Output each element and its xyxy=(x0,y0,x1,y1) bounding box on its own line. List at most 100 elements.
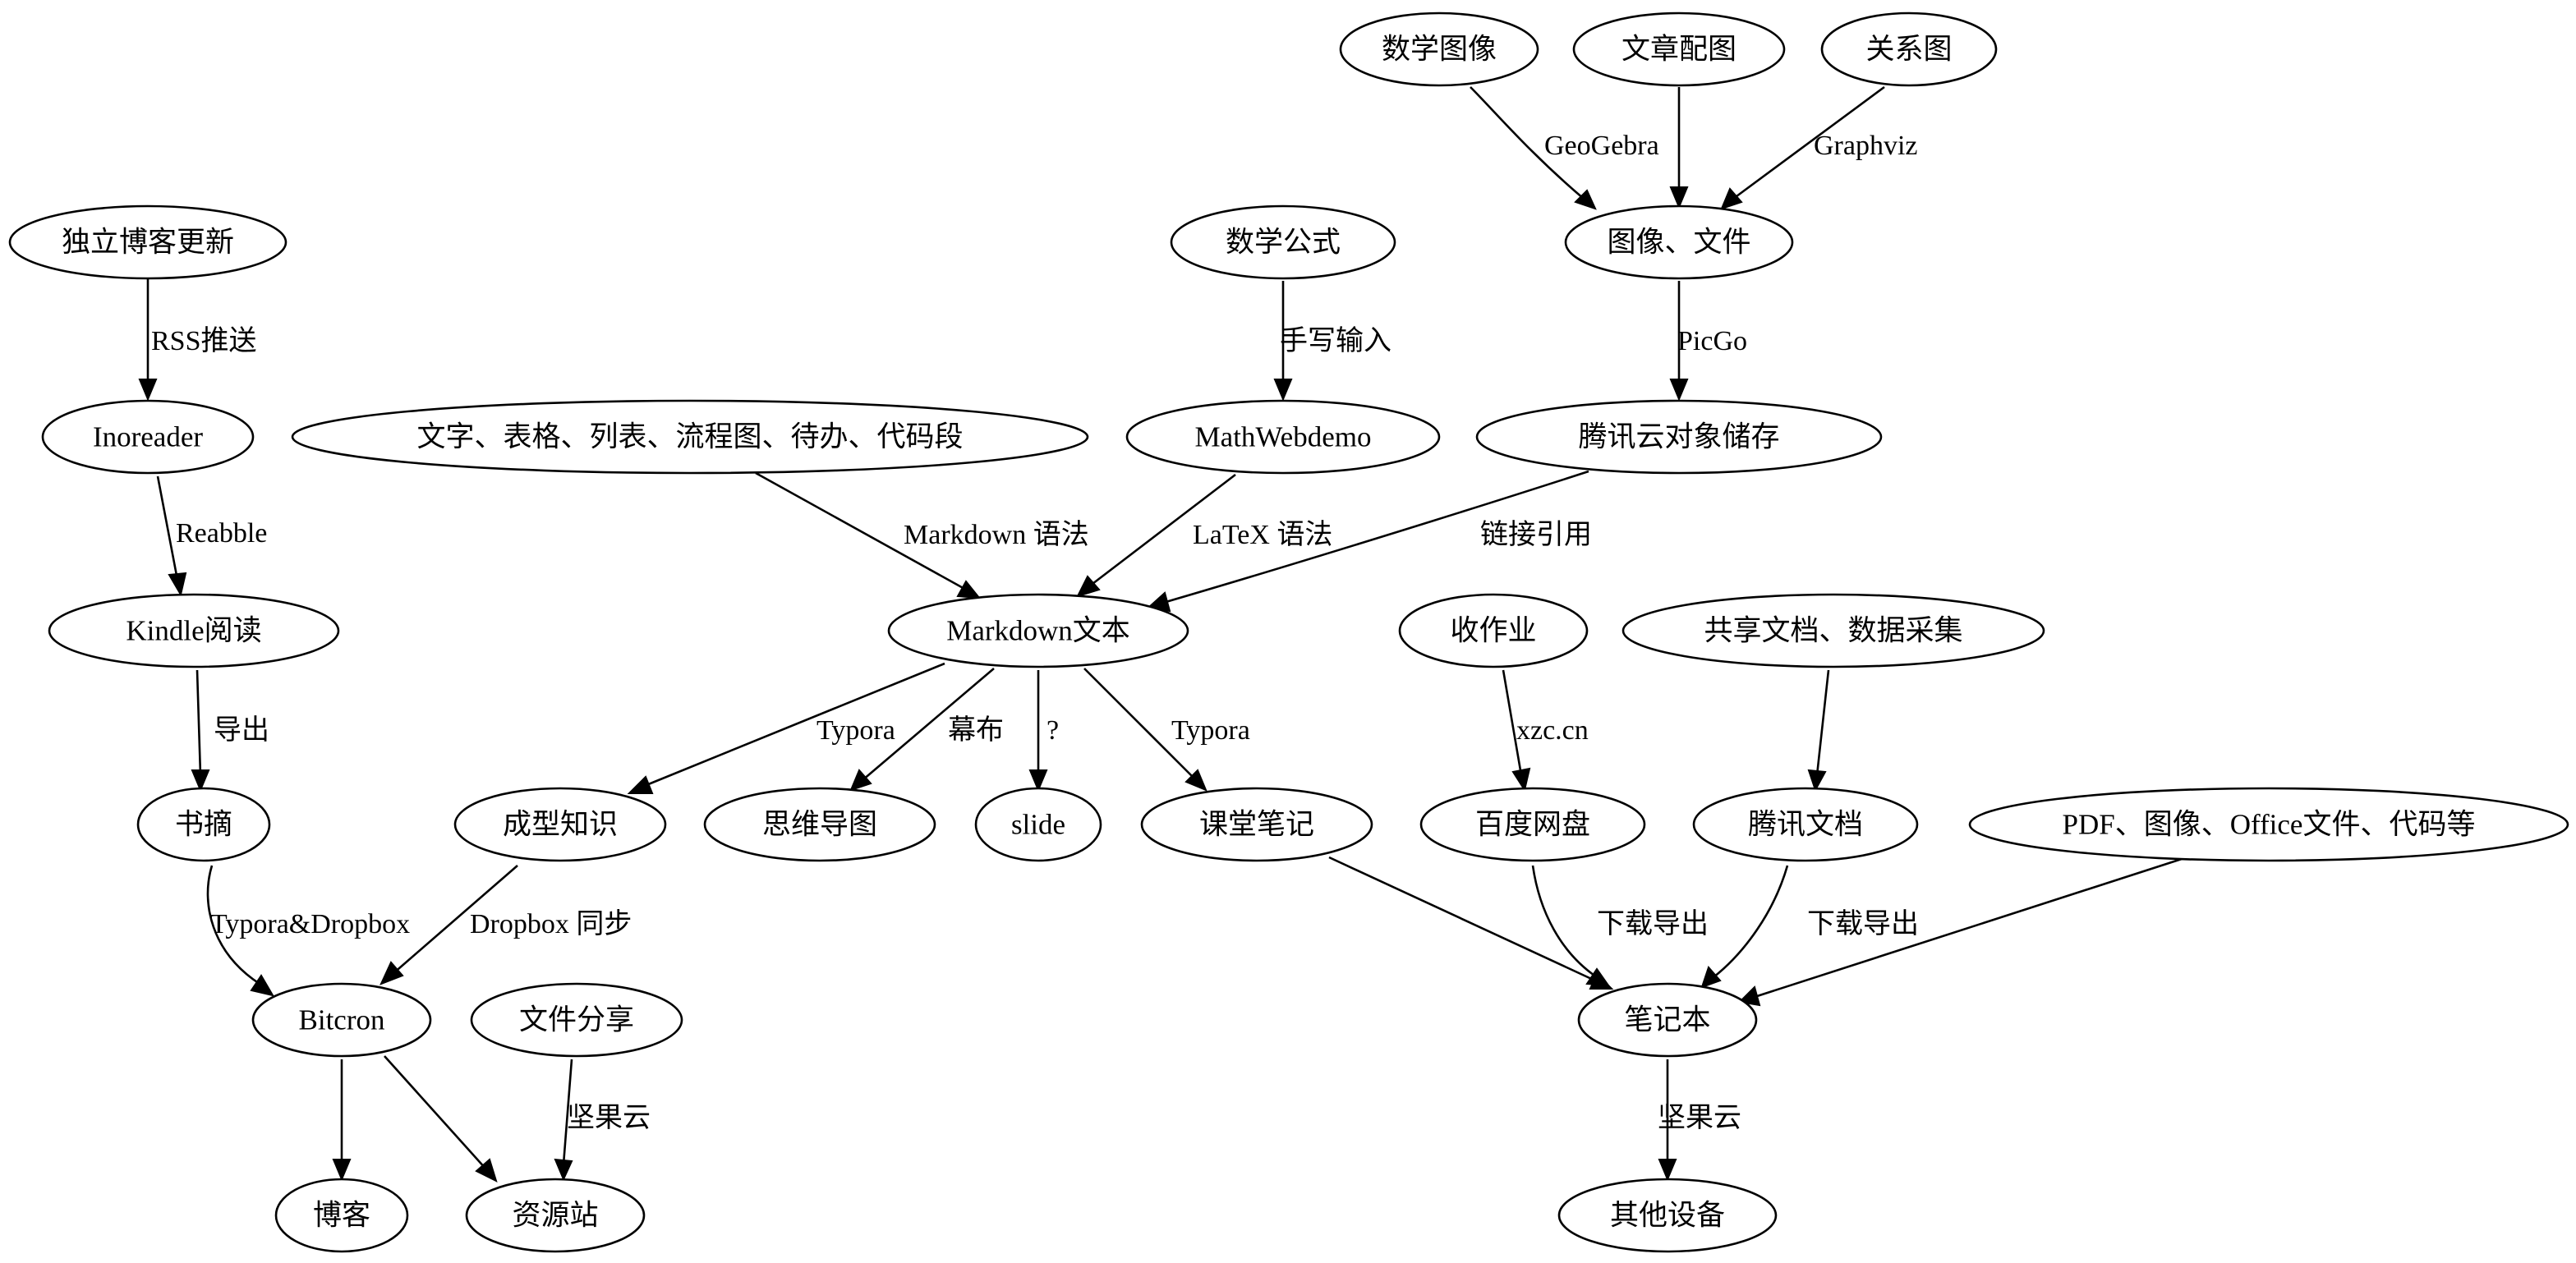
node-baidu-pan: 百度网盘 xyxy=(1419,787,1646,862)
node-blog: 博客 xyxy=(274,1178,409,1253)
edge-homework-to-baidu-pan: xzc.cn xyxy=(1502,669,1589,792)
edge-tencent-docs-to-notebook: 下载导出 xyxy=(1700,865,1919,989)
node-knowledge: 成型知识 xyxy=(453,787,667,862)
node-kindle: Kindle阅读 xyxy=(48,593,340,668)
edge-label-link-ref: 链接引用 xyxy=(1480,519,1592,550)
node-label-tencent-cos: 腾讯云对象储存 xyxy=(1578,421,1779,453)
edge-knowledge-to-bitcron: Dropbox 同步 xyxy=(380,865,632,985)
edge-label-typora-knowledge: Typora xyxy=(816,715,895,746)
node-label-notebook: 笔记本 xyxy=(1624,1004,1710,1036)
edge-tencent-cos-to-markdown: 链接引用 xyxy=(1146,470,1592,613)
edge-relation-graph-to-image-file: Graphviz xyxy=(1720,85,1918,210)
edge-kindle-to-excerpt: 导出 xyxy=(191,669,269,792)
node-label-math-image: 数学图像 xyxy=(1382,34,1497,66)
node-label-blog: 博客 xyxy=(313,1200,370,1232)
edge-file-share-to-resource-site: 坚果云 xyxy=(554,1059,651,1182)
node-label-mathwebdemo: MathWebdemo xyxy=(1195,421,1372,453)
node-mathwebdemo: MathWebdemo xyxy=(1125,399,1441,475)
node-article-image: 文章配图 xyxy=(1572,11,1786,87)
edge-label-dropbox-sync: Dropbox 同步 xyxy=(470,908,632,939)
node-markdown-text: Markdown文本 xyxy=(887,593,1189,668)
edge-inoreader-to-kindle: Reabble xyxy=(156,475,267,597)
edge-label-markdown-syntax: Markdown 语法 xyxy=(904,519,1089,550)
edge-misc-files-to-notebook xyxy=(1737,857,2183,1007)
node-bitcron: Bitcron xyxy=(251,982,432,1058)
edge-mathwebdemo-to-markdown: LaTeX 语法 xyxy=(1076,473,1332,598)
node-text-elements: 文字、表格、列表、流程图、待办、代码段 xyxy=(291,399,1089,475)
node-label-misc-files: PDF、图像、Office文件、代码等 xyxy=(2063,809,2476,841)
node-label-blog-update: 独立博客更新 xyxy=(62,227,234,259)
edge-image-file-to-tencent-cos: PicGo xyxy=(1669,281,1747,402)
node-label-slide: slide xyxy=(1011,809,1065,841)
edge-label-graphviz: Graphviz xyxy=(1814,131,1918,161)
node-resource-site: 资源站 xyxy=(465,1178,646,1253)
node-math-formula: 数学公式 xyxy=(1170,204,1396,280)
node-label-baidu-pan: 百度网盘 xyxy=(1475,809,1590,841)
edge-label-geogebra: GeoGebra xyxy=(1544,131,1659,161)
edge-markdown-to-class-notes: Typora xyxy=(1083,668,1250,792)
edge-label-export: 导出 xyxy=(214,714,269,746)
node-slide: slide xyxy=(974,787,1102,862)
edge-label-jianguoyun-devices: 坚果云 xyxy=(1658,1103,1741,1133)
node-label-inoreader: Inoreader xyxy=(93,421,203,453)
node-mindmap: 思维导图 xyxy=(703,787,936,862)
node-label-tencent-docs: 腾讯文档 xyxy=(1748,809,1863,841)
node-label-bitcron: Bitcron xyxy=(299,1004,385,1036)
edge-math-image-to-image-file: GeoGebra xyxy=(1470,86,1659,210)
node-class-notes: 课堂笔记 xyxy=(1140,787,1373,862)
edge-markdown-to-slide: ? xyxy=(1028,670,1059,792)
node-label-file-share: 文件分享 xyxy=(519,1004,634,1036)
edge-bitcron-to-blog xyxy=(332,1059,352,1182)
node-label-markdown-text: Markdown文本 xyxy=(946,615,1130,647)
edge-article-image-to-image-file xyxy=(1669,87,1689,209)
edge-text-elements-to-markdown: Markdown 语法 xyxy=(755,471,1089,599)
edge-excerpt-to-bitcron: Typora&Dropbox xyxy=(206,865,410,997)
edge-shared-docs-to-tencent-docs xyxy=(1807,669,1830,792)
node-label-text-elements: 文字、表格、列表、流程图、待办、代码段 xyxy=(416,421,963,453)
edge-bitcron-to-resource-site xyxy=(384,1055,498,1183)
node-other-devices: 其他设备 xyxy=(1557,1178,1778,1253)
edge-label-typora-notes: Typora xyxy=(1171,715,1250,746)
edge-label-typora-dropbox: Typora&Dropbox xyxy=(210,909,410,939)
node-label-resource-site: 资源站 xyxy=(512,1200,598,1232)
node-label-relation-graph: 关系图 xyxy=(1865,34,1952,66)
node-tencent-docs: 腾讯文档 xyxy=(1692,787,1919,862)
node-label-image-file: 图像、文件 xyxy=(1607,227,1750,259)
edge-label-picgo: PicGo xyxy=(1677,326,1747,356)
edge-label-mubu: 幕布 xyxy=(948,714,1004,746)
edge-math-formula-to-mathwebdemo: 手写输入 xyxy=(1273,281,1392,402)
node-image-file: 图像、文件 xyxy=(1564,204,1794,280)
edge-label-latex-syntax: LaTeX 语法 xyxy=(1193,519,1332,550)
edge-label-rss: RSS推送 xyxy=(151,325,257,356)
node-blog-update: 独立博客更新 xyxy=(8,204,288,280)
node-tencent-cos: 腾讯云对象储存 xyxy=(1475,399,1883,475)
node-label-other-devices: 其他设备 xyxy=(1610,1200,1725,1232)
edge-label-jianguoyun-share: 坚果云 xyxy=(567,1103,651,1133)
node-label-knowledge: 成型知识 xyxy=(503,809,618,841)
node-label-class-notes: 课堂笔记 xyxy=(1199,809,1314,841)
node-relation-graph: 关系图 xyxy=(1820,11,1998,87)
node-label-math-formula: 数学公式 xyxy=(1226,227,1341,259)
edge-baidu-pan-to-notebook: 下载导出 xyxy=(1531,865,1709,987)
edge-markdown-to-knowledge: Typora xyxy=(627,662,945,794)
node-misc-files: PDF、图像、Office文件、代码等 xyxy=(1968,787,2569,862)
node-inoreader: Inoreader xyxy=(41,399,255,475)
node-label-excerpt: 书摘 xyxy=(175,809,232,841)
node-label-article-image: 文章配图 xyxy=(1622,34,1736,66)
node-label-kindle: Kindle阅读 xyxy=(126,615,261,647)
edge-notebook-to-other-devices: 坚果云 xyxy=(1658,1059,1741,1182)
node-label-homework: 收作业 xyxy=(1450,615,1536,647)
node-file-share: 文件分享 xyxy=(470,982,683,1058)
node-label-mindmap: 思维导图 xyxy=(762,809,877,841)
edge-label-download-baidu: 下载导出 xyxy=(1597,908,1709,939)
node-homework: 收作业 xyxy=(1398,593,1589,668)
node-shared-docs: 共享文档、数据采集 xyxy=(1622,593,2045,668)
node-label-shared-docs: 共享文档、数据采集 xyxy=(1704,615,1962,647)
edge-label-unknown: ? xyxy=(1046,715,1059,746)
node-excerpt: 书摘 xyxy=(136,787,271,862)
edge-label-xzc: xzc.cn xyxy=(1516,715,1589,746)
edge-label-handwriting: 手写输入 xyxy=(1280,325,1392,356)
edge-class-notes-to-notebook xyxy=(1328,856,1614,990)
edge-blog-update-to-inoreader: RSS推送 xyxy=(138,271,257,402)
